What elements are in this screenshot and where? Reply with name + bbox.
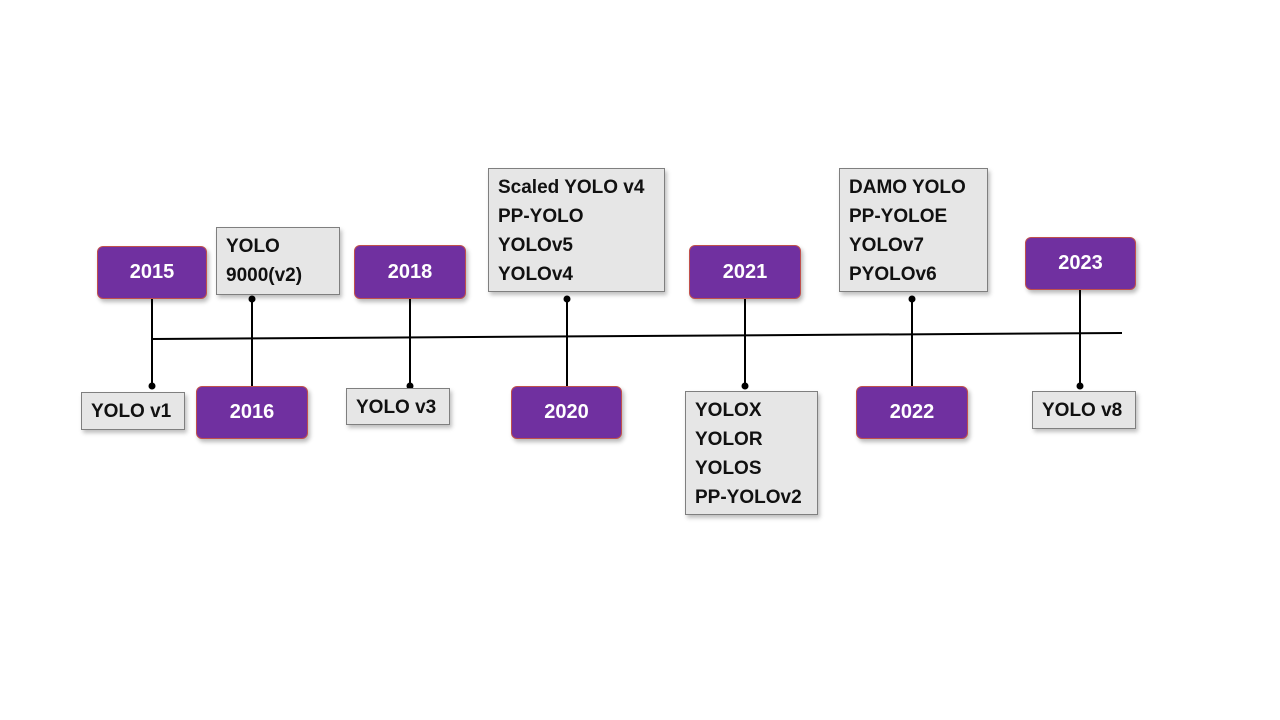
models-2023: YOLO v8 xyxy=(1032,391,1136,429)
model-name: YOLO v1 xyxy=(91,401,172,422)
model-name: YOLOR xyxy=(695,429,763,450)
year-2023: 2023 xyxy=(1025,237,1136,290)
year-label: 2016 xyxy=(229,401,275,423)
year-label: 2021 xyxy=(722,260,768,283)
timeline-axis xyxy=(151,332,1123,340)
model-name: PP-YOLO xyxy=(498,206,584,227)
year-label: 2015 xyxy=(129,261,175,283)
models-2015: YOLO v1 xyxy=(81,392,185,430)
model-name: YOLOX xyxy=(695,400,762,421)
year-label: 2023 xyxy=(1058,252,1103,274)
connector-dot-2023 xyxy=(1076,382,1084,390)
model-name: Scaled YOLO v4 xyxy=(498,177,645,198)
model-name: YOLO v3 xyxy=(356,397,437,418)
year-2021: 2021 xyxy=(689,245,801,299)
connector-dot-2021 xyxy=(741,382,749,390)
model-name: YOLOv5 xyxy=(498,235,573,256)
model-name: PP-YOLOv2 xyxy=(695,487,802,508)
year-label: 2018 xyxy=(387,260,433,283)
model-name: YOLOS xyxy=(695,458,762,479)
year-label: 2022 xyxy=(889,401,935,423)
connector-dot-2020 xyxy=(563,295,571,303)
connector-dot-2022 xyxy=(908,295,916,303)
model-name: YOLOv4 xyxy=(498,264,573,285)
connector-dot-2018 xyxy=(406,382,414,390)
year-2020: 2020 xyxy=(511,386,622,439)
model-name: DAMO YOLO xyxy=(849,177,966,198)
model-name: YOLO xyxy=(226,236,280,257)
models-2020: Scaled YOLO v4 PP-YOLO YOLOv5 YOLOv4 xyxy=(488,168,665,292)
models-2018: YOLO v3 xyxy=(346,388,450,425)
model-name: YOLOv7 xyxy=(849,235,924,256)
model-name: PYOLOv6 xyxy=(849,264,937,285)
year-2016: 2016 xyxy=(196,386,308,439)
year-2018: 2018 xyxy=(354,245,466,299)
connector-dot-2015 xyxy=(148,382,156,390)
models-2016: YOLO 9000(v2) xyxy=(216,227,340,295)
models-2021: YOLOX YOLOR YOLOS PP-YOLOv2 xyxy=(685,391,818,515)
model-name: PP-YOLOE xyxy=(849,206,948,227)
models-2022: DAMO YOLO PP-YOLOE YOLOv7 PYOLOv6 xyxy=(839,168,988,292)
year-2022: 2022 xyxy=(856,386,968,439)
connector-dot-2016 xyxy=(248,295,256,303)
year-2015: 2015 xyxy=(97,246,207,299)
model-name: YOLO v8 xyxy=(1042,400,1123,421)
year-label: 2020 xyxy=(544,401,589,423)
model-name: 9000(v2) xyxy=(226,265,303,286)
